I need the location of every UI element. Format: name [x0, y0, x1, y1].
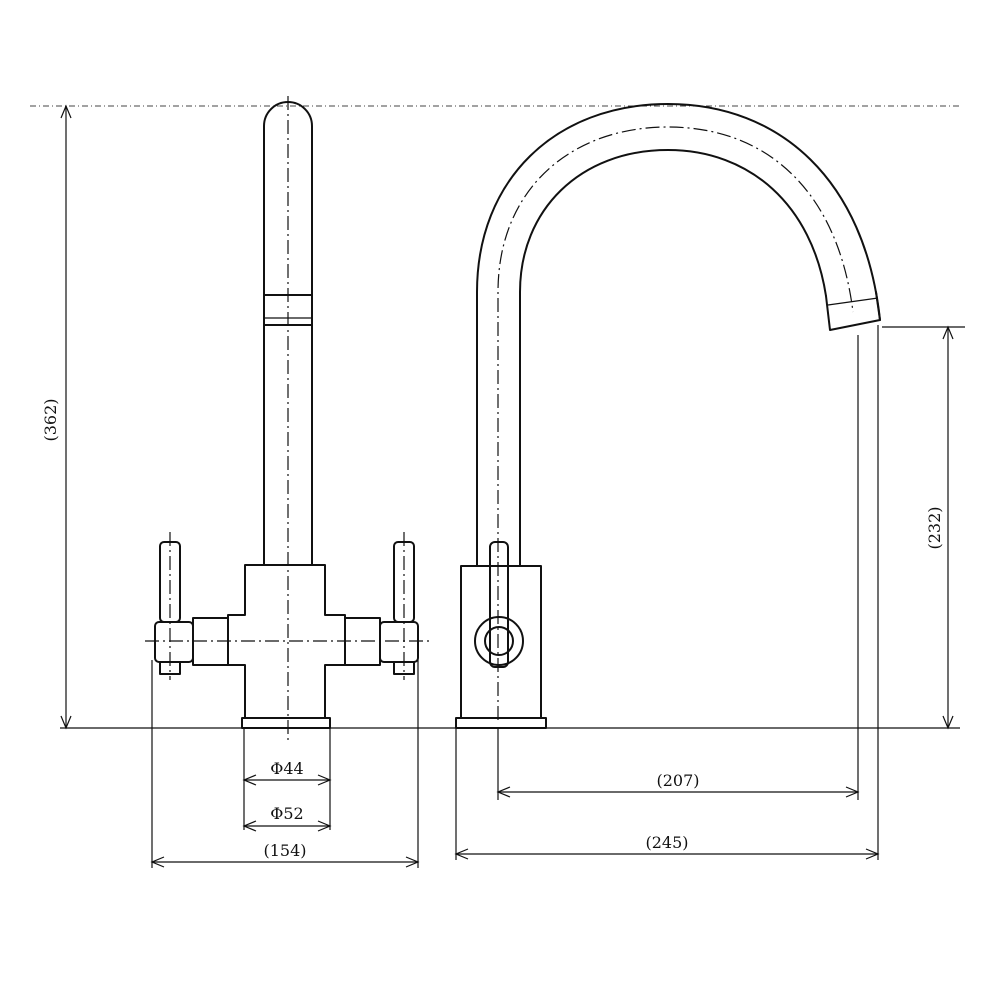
front-right-handle [379, 541, 419, 675]
side-spout-inner [519, 149, 827, 567]
spout-tip-line [827, 297, 879, 306]
dim-handle-span: (154) [150, 660, 420, 868]
dim-outer-base-diameter: Φ52 [242, 804, 332, 832]
dim-outer-base-diameter-label: Φ52 [270, 804, 303, 823]
dim-spout-height-label: (232) [925, 506, 944, 549]
left-cartridge [154, 621, 194, 663]
dim-handle-span-label: (154) [263, 841, 306, 860]
side-lever-pivot-outer [474, 616, 524, 666]
side-spout-outer [476, 103, 881, 567]
dim-spout-reach-label: (207) [656, 771, 699, 790]
dim-overall-depth-label: (245) [645, 833, 688, 852]
dim-overall-height-label: (362) [41, 398, 60, 441]
side-base-plate [455, 717, 547, 729]
dim-spout-height: (232) [882, 325, 965, 730]
side-view [455, 103, 881, 860]
front-base-flange [241, 717, 331, 729]
side-spout-tip [825, 291, 881, 331]
front-view [145, 96, 430, 740]
side-spout-centerline [497, 126, 854, 720]
side-lever-pivot-inner [484, 626, 514, 656]
dim-overall-height: (362) [41, 104, 72, 730]
dim-inner-base-diameter-label: Φ44 [270, 759, 303, 778]
side-body-block [460, 565, 542, 719]
side-lever [489, 541, 509, 668]
right-cartridge [379, 621, 419, 663]
dim-spout-reach: (207) [496, 728, 860, 800]
dim-overall-depth: (245) [454, 728, 880, 860]
dim-inner-base-diameter: Φ44 [242, 728, 332, 830]
front-left-handle [154, 541, 194, 675]
